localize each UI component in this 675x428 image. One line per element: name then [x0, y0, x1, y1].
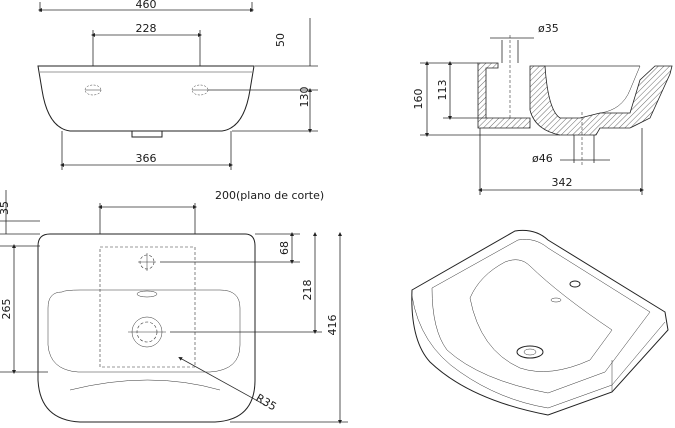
- bowl-wall-section: [529, 65, 673, 136]
- dim-radius-35: R35: [254, 391, 279, 413]
- basin-outline: [37, 233, 256, 423]
- radius-leader: [178, 357, 266, 406]
- overflow-slot: [136, 290, 158, 298]
- iso-front-edge: [411, 295, 666, 409]
- dim-tap-offset-68: 68: [278, 241, 291, 255]
- top-view: 460 228 50 130 366: [37, 0, 318, 170]
- basin-top-outline: [37, 65, 255, 132]
- dim-total-height-416: 416: [326, 315, 339, 336]
- bowl-outline: [47, 289, 241, 373]
- section-plane-label: 200(plano de corte): [215, 189, 324, 202]
- dim-top-offset-35: 35: [0, 201, 11, 215]
- dim-offset-50: 50: [274, 33, 287, 47]
- iso-drain: [516, 345, 544, 359]
- dim-hole-spacing-228: 228: [136, 22, 157, 35]
- dim-drain-top-35: ø35: [538, 22, 559, 35]
- dim-left-height-265: 265: [0, 299, 13, 320]
- drain-hole: [128, 316, 166, 348]
- dim-height-113: 113: [436, 80, 449, 101]
- bowl-inner-line: [545, 65, 641, 114]
- iso-overflow: [550, 297, 562, 303]
- dim-width-460: 460: [136, 0, 157, 11]
- tap-hole-left: [84, 84, 102, 96]
- iso-rim-inner: [431, 239, 651, 394]
- section-plane-rect: [99, 246, 196, 368]
- iso-basin-outline: [411, 229, 669, 416]
- dim-drain-bottom-46: ø46: [532, 152, 553, 165]
- drain-outlet: [131, 130, 163, 138]
- dim-drain-height-218: 218: [301, 280, 314, 301]
- iso-tap-hole: [569, 280, 581, 288]
- front-rim-curve: [69, 379, 221, 391]
- dim-bottom-width-366: 366: [136, 152, 157, 165]
- side-section-view: ø35 160 113 ø46 342: [412, 22, 673, 195]
- iso-bowl: [469, 259, 613, 372]
- tap-hole: [138, 253, 156, 271]
- dim-height-160: 160: [412, 89, 425, 110]
- isometric-view: [411, 229, 669, 416]
- front-view: 200(plano de corte) 35 265: [0, 189, 348, 424]
- iso-drain-inner: [523, 348, 537, 356]
- dim-depth-342: 342: [552, 176, 573, 189]
- dim-height-130: 130: [298, 87, 311, 108]
